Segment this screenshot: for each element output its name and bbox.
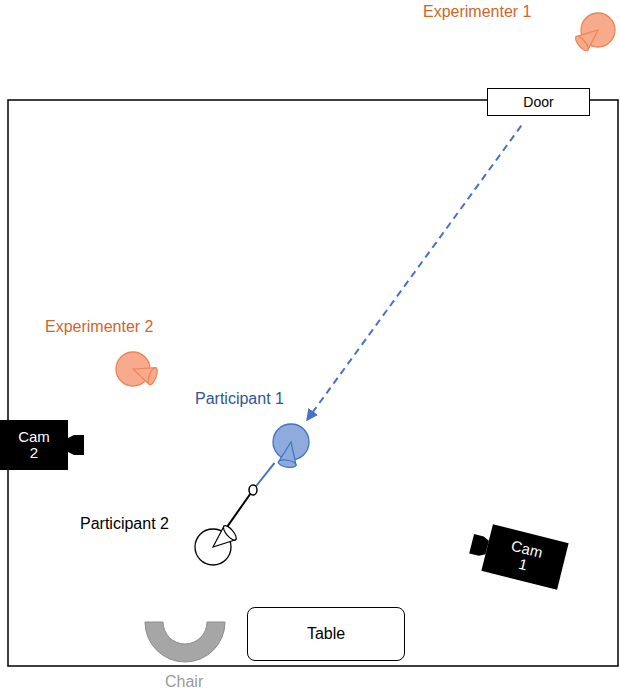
leash-handle bbox=[249, 485, 257, 495]
camera-lens bbox=[469, 534, 489, 557]
figure-label: Participant 1 bbox=[195, 390, 284, 408]
chair-seat bbox=[145, 622, 225, 662]
experimenter-head: Experimenter 1 bbox=[578, 10, 618, 50]
walk-path-arrow bbox=[307, 126, 521, 420]
camera-body: Cam 2 bbox=[0, 420, 68, 470]
figure-label: Experimenter 2 bbox=[45, 318, 154, 336]
connector-line bbox=[228, 490, 253, 526]
camera-body: Cam 1 bbox=[481, 524, 568, 589]
cone-end bbox=[221, 524, 238, 542]
box-label: Table bbox=[307, 625, 345, 643]
view-cone bbox=[207, 524, 238, 554]
camera-label: Cam 1 bbox=[503, 536, 548, 577]
table-box: Table bbox=[247, 607, 405, 661]
head-icon bbox=[193, 527, 233, 567]
head-group bbox=[195, 524, 238, 565]
figure-label: Chair bbox=[165, 673, 203, 691]
camera-label: Cam 2 bbox=[15, 429, 53, 462]
figure-label: Experimenter 1 bbox=[423, 3, 532, 21]
room-wall bbox=[8, 100, 618, 666]
connector-line bbox=[307, 126, 521, 420]
box-label: Door bbox=[523, 94, 553, 110]
head-icon bbox=[271, 422, 311, 462]
experimenter-head: Experimenter 2 bbox=[113, 349, 153, 389]
head-group bbox=[573, 13, 615, 53]
head-group bbox=[116, 352, 159, 386]
cone-end bbox=[278, 459, 297, 469]
camera-lens bbox=[68, 435, 84, 455]
door-box: Door bbox=[487, 88, 590, 116]
chair-icon bbox=[145, 620, 225, 662]
cone-end bbox=[146, 367, 159, 386]
view-cone bbox=[573, 23, 603, 53]
head-icon bbox=[578, 10, 618, 50]
figure-label: Participant 2 bbox=[80, 515, 169, 533]
participant-head: Participant 1 bbox=[271, 422, 311, 462]
participant-head: Participant 2 bbox=[193, 527, 233, 567]
head-group bbox=[273, 424, 309, 469]
head-icon bbox=[113, 349, 153, 389]
guide-leash bbox=[228, 463, 275, 526]
view-cone bbox=[278, 440, 300, 468]
chair-shape: Chair bbox=[145, 620, 225, 662]
cone-end bbox=[573, 34, 590, 52]
view-cone bbox=[130, 361, 159, 386]
